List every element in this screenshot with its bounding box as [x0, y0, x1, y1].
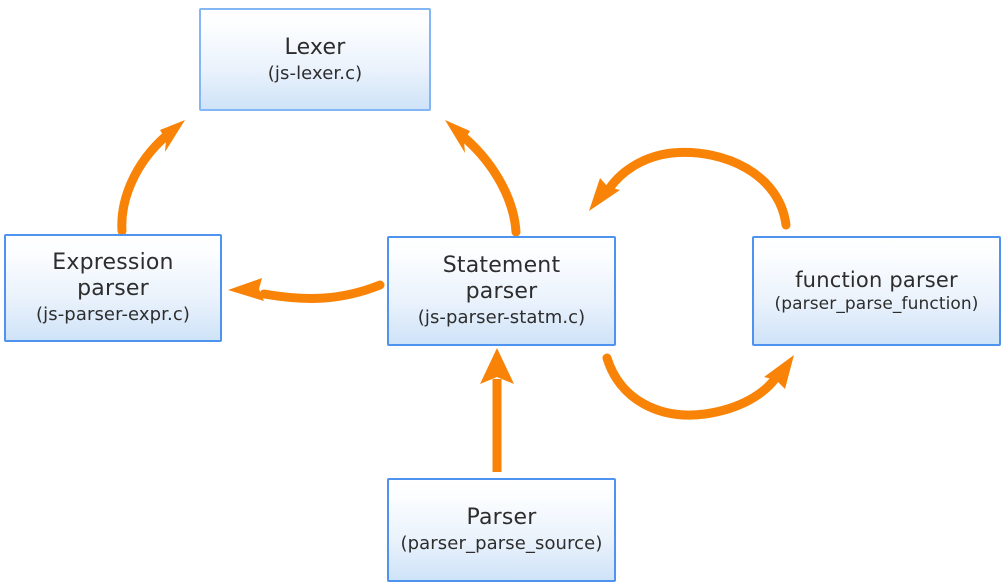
node-statement-parser-title: Statement parser — [442, 253, 561, 305]
edge-statement-parser-to-function-parser — [602, 353, 794, 420]
node-expression-parser-title: Expression parser — [52, 250, 174, 302]
node-function-parser[interactable]: function parser (parser_parse_function) — [752, 236, 1001, 346]
node-parser-title: Parser — [466, 505, 537, 531]
node-lexer-title: Lexer — [284, 34, 346, 60]
edge-statement-parser-to-expression-parser — [228, 278, 385, 303]
node-lexer-subtitle: (js-lexer.c) — [267, 62, 363, 84]
node-statement-parser-subtitle: (js-parser-statm.c) — [417, 307, 586, 329]
node-function-parser-subtitle: (parser_parse_function) — [774, 294, 979, 315]
edge-statement-parser-to-lexer — [445, 120, 521, 237]
node-function-parser-title: function parser — [795, 267, 958, 292]
node-expression-parser-subtitle: (js-parser-expr.c) — [36, 304, 190, 326]
node-parser-subtitle: (parser_parse_source) — [400, 533, 603, 555]
edge-parser-to-statement-parser — [480, 348, 514, 472]
node-lexer[interactable]: Lexer (js-lexer.c) — [199, 8, 431, 111]
node-expression-parser[interactable]: Expression parser (js-parser-expr.c) — [4, 234, 222, 342]
edge-function-parser-to-statement-parser — [589, 147, 791, 230]
node-statement-parser[interactable]: Statement parser (js-parser-statm.c) — [387, 236, 616, 346]
node-parser[interactable]: Parser (parser_parse_source) — [387, 478, 616, 582]
edge-expression-parser-to-lexer — [117, 120, 185, 236]
